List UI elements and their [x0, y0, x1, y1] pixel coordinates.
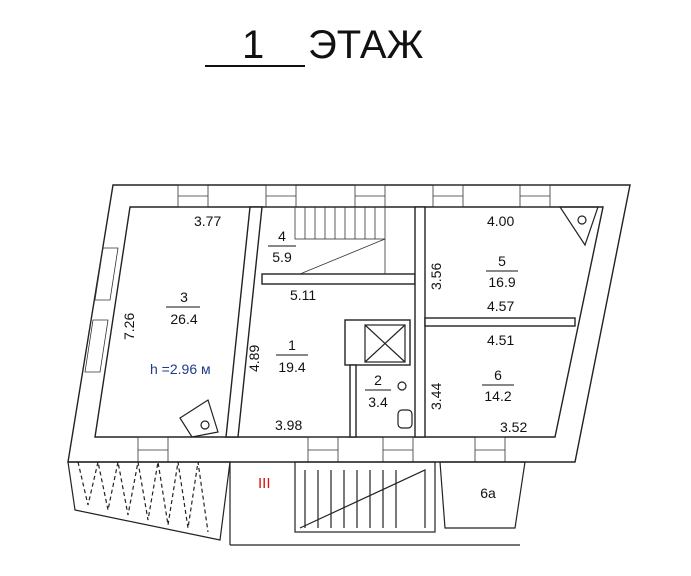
dim-room6-bottom: 3.52: [500, 419, 527, 435]
annex: [67, 461, 526, 546]
room-3-number: 3: [180, 289, 188, 305]
room-1-number: 1: [288, 337, 296, 353]
room-labels: 3 26.4 4 5.9 5 16.9 1 19.4 2 3.4 6 14.2 …: [166, 228, 518, 501]
dimensions: 3.77 7.26 5.11 4.89 3.98 4.00 3.56 4.57 …: [121, 213, 527, 435]
floor-word: ЭТАЖ: [308, 23, 424, 67]
room-6-area: 14.2: [484, 388, 511, 404]
dim-room5-top: 4.00: [487, 213, 514, 229]
room-4-area: 5.9: [272, 249, 292, 265]
dim-room3-top: 3.77: [194, 213, 221, 229]
dim-room1-side: 4.89: [246, 345, 262, 372]
windows: [84, 184, 551, 463]
partitions: [225, 206, 576, 438]
room-5-number: 5: [498, 253, 506, 269]
room-4-number: 4: [278, 228, 286, 244]
room-6-number: 6: [494, 367, 502, 383]
ceiling-height-label: h =2.96 м: [150, 361, 211, 377]
room-5-area: 16.9: [488, 274, 515, 290]
dim-room1-bottom: 3.98: [275, 417, 302, 433]
dim-room5-side: 3.56: [428, 263, 444, 290]
stove: [179, 206, 599, 438]
dim-room6-side: 3.44: [428, 383, 444, 410]
floor-number: 1: [242, 23, 264, 67]
room-1-area: 19.4: [278, 359, 305, 375]
dim-room3-side: 7.26: [121, 313, 137, 340]
dim-room6-top: 4.51: [487, 332, 514, 348]
room-3-area: 26.4: [170, 311, 197, 327]
entrance-marker: III: [258, 475, 271, 492]
room-2-area: 3.4: [368, 394, 388, 410]
room-6a-number: 6а: [480, 485, 496, 501]
room-2-number: 2: [374, 372, 382, 388]
toilet-fixtures: [397, 381, 413, 429]
dim-room5-bottom: 4.57: [487, 298, 514, 314]
elevator-shaft: [364, 324, 406, 363]
stairs-upper: [294, 206, 386, 275]
dim-room1-top: 5.11: [290, 287, 316, 303]
